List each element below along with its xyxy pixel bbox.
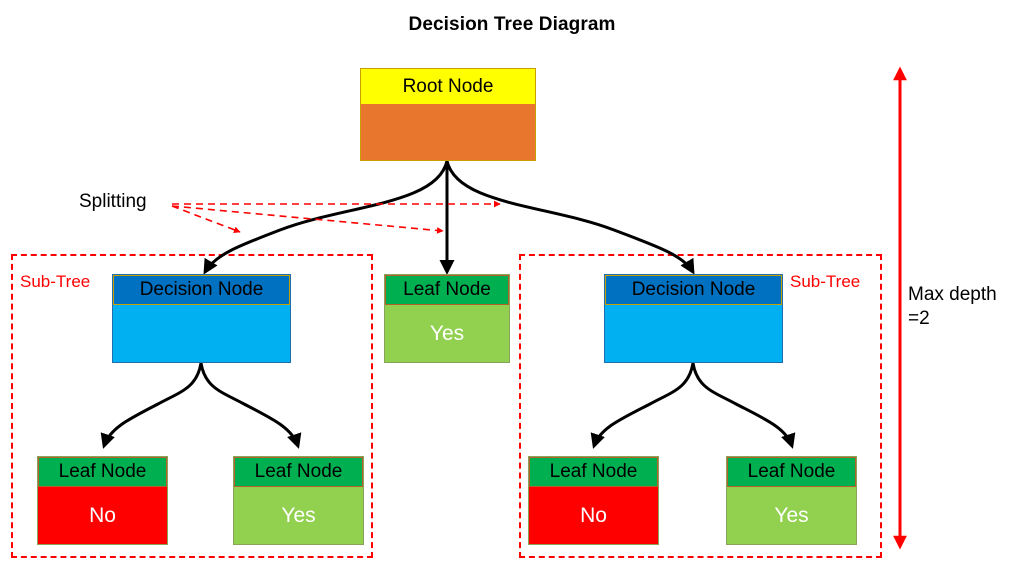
splitting-label: Splitting: [79, 191, 147, 212]
node-leaf-right-no[interactable]: Leaf Node No: [528, 456, 659, 545]
node-leaf-left-yes[interactable]: Leaf Node Yes: [233, 456, 364, 545]
subtree-frame-left: [11, 254, 373, 558]
node-root[interactable]: Root Node: [360, 68, 536, 161]
node-decision-right[interactable]: Decision Node: [604, 274, 783, 363]
max-depth-line-1: Max depth: [908, 284, 997, 305]
splitting-pointer-2: [171, 205, 444, 234]
splitting-pointer-3: [171, 205, 241, 233]
node-root-body: [361, 104, 535, 160]
node-leaf-left-no-body: No: [38, 487, 167, 544]
node-leaf-left-no[interactable]: Leaf Node No: [37, 456, 168, 545]
subtree-label-left: Sub-Tree: [20, 272, 91, 291]
node-leaf-right-no-body: No: [529, 487, 658, 544]
node-leaf-right-yes-body: Yes: [727, 487, 856, 544]
node-leaf-left-no-header: Leaf Node: [38, 457, 167, 487]
node-decision-right-header: Decision Node: [605, 275, 782, 305]
node-root-header: Root Node: [361, 69, 535, 104]
subtree-frame-right: [519, 254, 882, 558]
max-depth-line-2: =2: [908, 308, 930, 330]
node-leaf-right-yes[interactable]: Leaf Node Yes: [726, 456, 857, 545]
node-decision-left[interactable]: Decision Node: [112, 274, 291, 363]
page-title: Decision Tree Diagram: [408, 14, 616, 35]
node-leaf-left-yes-body: Yes: [234, 487, 363, 544]
node-leaf-left-yes-header: Leaf Node: [234, 457, 363, 487]
node-leaf-right-yes-header: Leaf Node: [727, 457, 856, 487]
node-decision-left-header: Decision Node: [113, 275, 290, 305]
node-leaf-right-no-header: Leaf Node: [529, 457, 658, 487]
node-leaf-center-header: Leaf Node: [385, 275, 509, 305]
max-depth-label: Max depth =2: [908, 283, 997, 332]
node-decision-left-body: [113, 305, 290, 362]
node-leaf-center[interactable]: Leaf Node Yes: [384, 274, 510, 363]
node-decision-right-body: [605, 305, 782, 362]
subtree-label-right: Sub-Tree: [790, 272, 861, 291]
node-leaf-center-body: Yes: [385, 305, 509, 362]
